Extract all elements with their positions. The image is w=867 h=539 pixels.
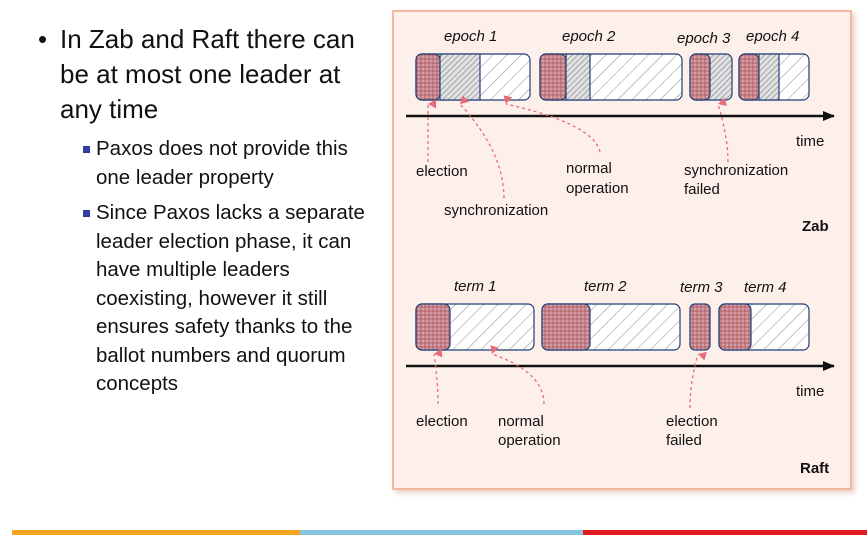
epoch-label: epoch 2 [562, 28, 616, 45]
epoch-label: epoch 4 [746, 28, 799, 45]
sync-failed-pointer [717, 97, 729, 163]
footer-bar-red [583, 530, 867, 535]
raft-annotations: election normal operation election faile… [416, 413, 718, 449]
raft-term-bars [415, 303, 810, 351]
normal-op-label: normal [566, 160, 612, 177]
normal-op-pointer [503, 95, 601, 153]
footer-bar-orange [12, 530, 300, 535]
sub-bullet: Paxos does not provide this one leader p… [30, 135, 375, 192]
zab-annotations: election synchronization normal operatio… [416, 160, 788, 219]
zab-epoch-2 [539, 53, 683, 101]
raft-annotation-lines [433, 344, 707, 409]
sync-failed-label: failed [684, 181, 720, 198]
raft-protocol-label: Raft [800, 460, 829, 477]
raft-term-2 [541, 303, 681, 351]
normal-op-label: normal [498, 413, 544, 430]
square-bullet-icon [83, 146, 90, 153]
zab-epoch-1 [415, 53, 531, 101]
election-label: election [416, 163, 468, 180]
zab-annotation-lines [427, 95, 729, 199]
epoch-label: epoch 3 [677, 30, 731, 47]
sub-bullet-list: Paxos does not provide this one leader p… [30, 135, 375, 399]
raft-term-labels: term 1 term 2 term 3 term 4 [454, 278, 787, 296]
zab-epoch-bars [415, 53, 810, 101]
slide-text: • In Zab and Raft there can be at most o… [30, 22, 375, 406]
election-failed-pointer [689, 351, 707, 409]
raft-term-1 [415, 303, 535, 351]
normal-op-label: operation [498, 432, 561, 449]
synchronization-label: synchronization [444, 202, 548, 219]
zab-epoch-4 [738, 53, 810, 101]
term-label: term 4 [744, 279, 787, 296]
main-bullet: • In Zab and Raft there can be at most o… [30, 22, 375, 127]
raft-term-3 [689, 303, 711, 351]
sub-bullet: Since Paxos lacks a separate leader elec… [30, 199, 375, 399]
raft-time-label: time [796, 383, 824, 400]
sub-bullet-text: Paxos does not provide this one leader p… [96, 137, 348, 189]
bullet-dot: • [38, 24, 48, 54]
square-bullet-icon [83, 210, 90, 217]
term-label: term 1 [454, 278, 497, 295]
epoch-label: epoch 1 [444, 28, 497, 45]
term-label: term 2 [584, 278, 627, 295]
raft-term-4 [718, 303, 810, 351]
sub-bullet-text: Since Paxos lacks a separate leader elec… [96, 201, 365, 395]
sync-pointer [459, 95, 505, 199]
sync-failed-label: synchronization [684, 162, 788, 179]
zab-epoch-labels: epoch 1 epoch 2 epoch 3 epoch 4 [444, 28, 799, 47]
footer-bar-blue [300, 530, 583, 535]
zab-time-label: time [796, 133, 824, 150]
zab-protocol-label: Zab [802, 218, 829, 235]
election-failed-label: failed [666, 432, 702, 449]
election-label: election [416, 413, 468, 430]
zab-epoch-3 [689, 53, 733, 101]
election-pointer [433, 348, 443, 405]
normal-op-label: operation [566, 180, 629, 197]
normal-op-pointer [490, 344, 545, 405]
comparison-figure: epoch 1 epoch 2 epoch 3 epoch 4 [392, 10, 852, 490]
timeline-diagram: epoch 1 epoch 2 epoch 3 epoch 4 [406, 28, 835, 477]
election-failed-label: election [666, 413, 718, 430]
main-bullet-text: In Zab and Raft there can be at most one… [60, 24, 355, 124]
term-label: term 3 [680, 279, 723, 296]
